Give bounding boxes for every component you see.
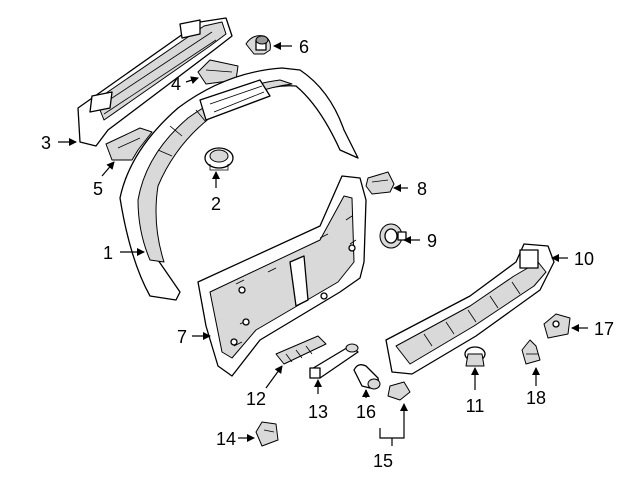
callout-labels: 1 2 3 4 5 6 7 8 9 10 11 12 13 14 15 16 1… bbox=[41, 37, 614, 471]
part-5-bracket[interactable] bbox=[105, 127, 153, 161]
part-1-upper-garnish-frame[interactable] bbox=[119, 67, 359, 301]
callout-18: 18 bbox=[526, 388, 546, 408]
callout-10: 10 bbox=[574, 249, 594, 269]
leader-4 bbox=[185, 76, 199, 85]
part-16-bulb[interactable] bbox=[353, 364, 381, 390]
part-4-bracket[interactable] bbox=[197, 59, 239, 85]
leader-15-bracket bbox=[379, 428, 405, 439]
part-18-clip[interactable] bbox=[521, 339, 541, 365]
part-17-bracket[interactable] bbox=[543, 313, 571, 339]
callout-11: 11 bbox=[466, 396, 485, 416]
callout-9: 9 bbox=[427, 231, 437, 251]
callout-14: 14 bbox=[216, 429, 236, 449]
part-7-liftgate-trim-panel[interactable] bbox=[197, 175, 367, 377]
callout-7: 7 bbox=[177, 327, 187, 347]
leader-lines bbox=[58, 42, 588, 446]
part-13-socket[interactable] bbox=[309, 343, 359, 379]
callout-15: 15 bbox=[373, 451, 393, 471]
callout-12: 12 bbox=[246, 389, 266, 409]
part-10-lower-garnish[interactable] bbox=[385, 243, 555, 375]
part-12-handle[interactable] bbox=[275, 335, 327, 365]
callout-3: 3 bbox=[41, 133, 51, 153]
callout-16: 16 bbox=[356, 402, 376, 422]
part-9-retainer[interactable] bbox=[379, 223, 407, 249]
part-6-push-pin[interactable] bbox=[245, 35, 271, 55]
part-14-clip[interactable] bbox=[255, 421, 279, 447]
part-2-grommet[interactable] bbox=[204, 147, 234, 171]
callout-8: 8 bbox=[417, 179, 427, 199]
leader-12 bbox=[265, 365, 283, 389]
callout-17: 17 bbox=[594, 319, 614, 339]
part-15-connector[interactable] bbox=[387, 381, 411, 401]
leader-5 bbox=[101, 161, 115, 177]
callout-5: 5 bbox=[93, 179, 103, 199]
callout-6: 6 bbox=[299, 37, 309, 57]
part-11-push-clip[interactable] bbox=[464, 346, 486, 367]
callout-13: 13 bbox=[308, 402, 328, 422]
part-8-clip[interactable] bbox=[365, 171, 395, 195]
callout-4: 4 bbox=[171, 74, 181, 94]
callout-2: 2 bbox=[211, 194, 221, 214]
callout-1: 1 bbox=[103, 243, 113, 263]
part-3-spoiler-bracket[interactable] bbox=[77, 17, 233, 147]
